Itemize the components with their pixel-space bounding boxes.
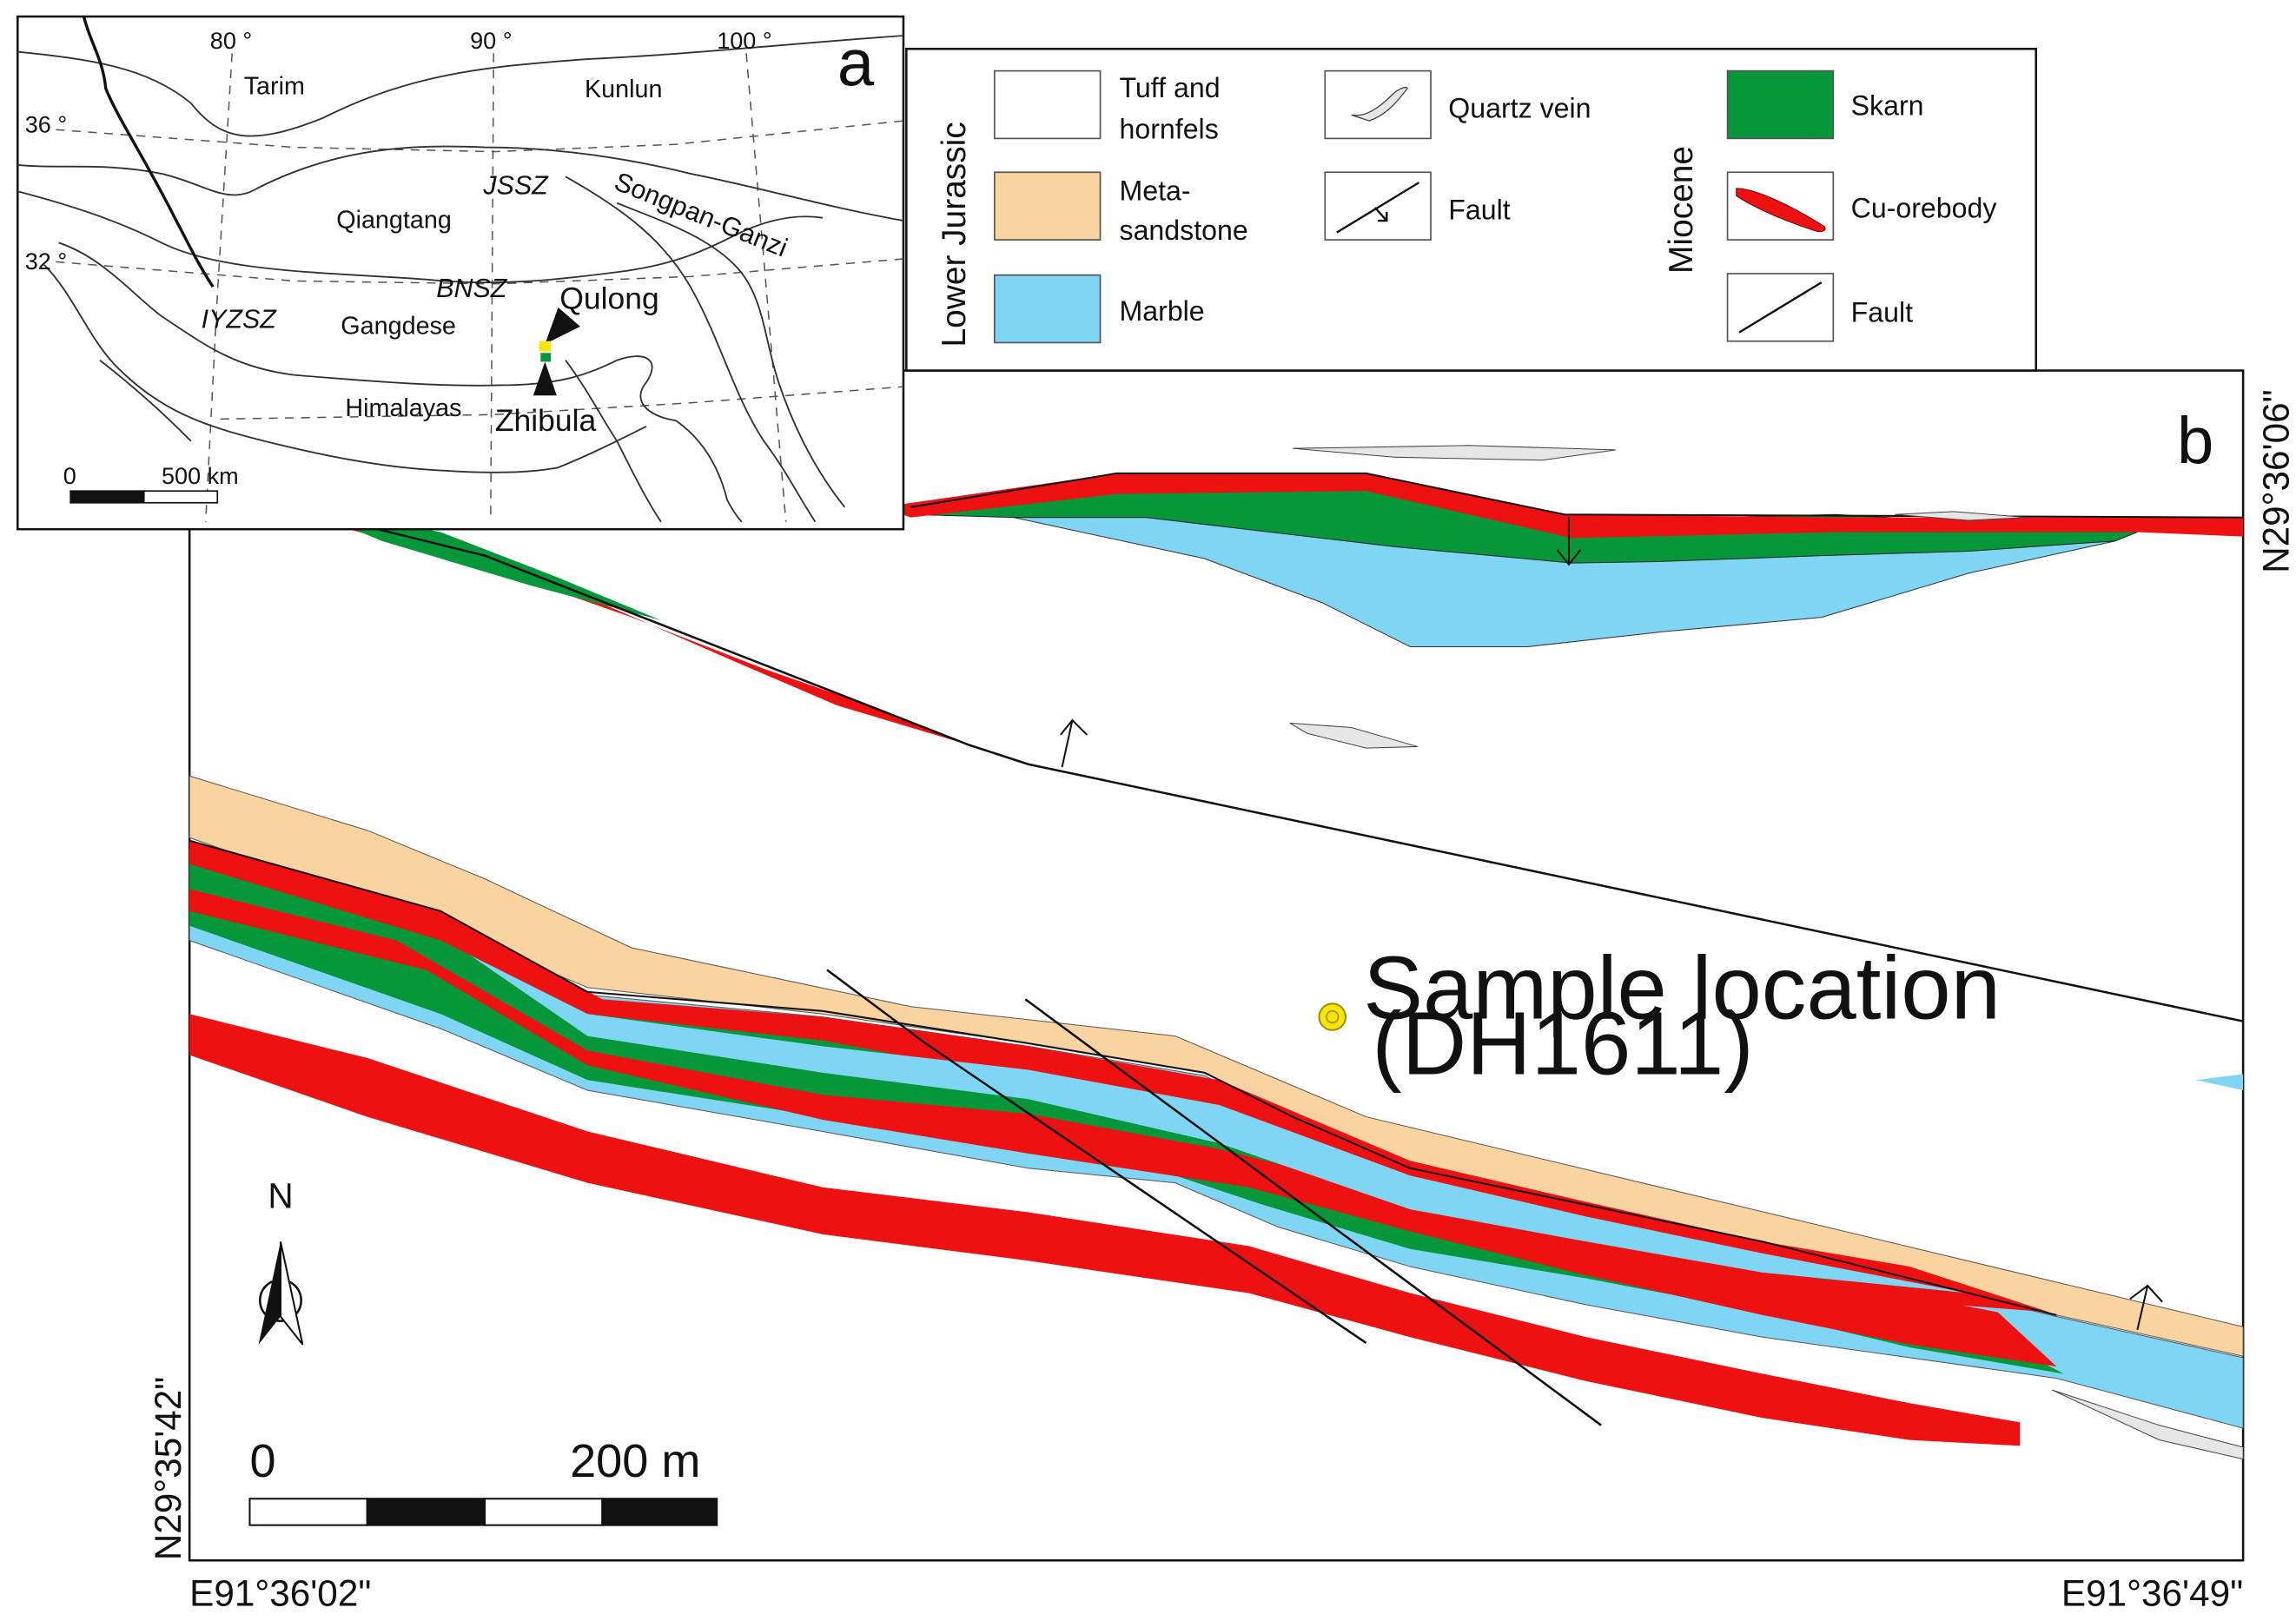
deposit-qulong: Qulong xyxy=(559,281,658,316)
legend-tuff-line2: hornfels xyxy=(1120,113,1219,144)
cu-orebody-main-2 xyxy=(189,889,2057,1367)
graticule xyxy=(56,53,904,522)
top-contact-line xyxy=(910,472,2244,519)
legend-swatch-meta-sandstone xyxy=(993,171,1102,241)
terrane-kunlun: Kunlun xyxy=(585,76,662,103)
terrane-qiangtang: Qiangtang xyxy=(336,207,452,235)
scale-bar-500km xyxy=(69,490,219,504)
coord-top-right: N29°36'06" xyxy=(2256,389,2296,573)
legend-swatch-quartz-vein xyxy=(1324,69,1432,140)
sample-id-label: (DH1611) xyxy=(1372,994,1753,1094)
north-label: N xyxy=(268,1175,293,1215)
coord-bottom-right: E91°36'49" xyxy=(2061,1573,2243,1614)
scale-b-zero: 0 xyxy=(249,1435,275,1487)
cross-fault-1 xyxy=(826,969,1367,1345)
cu-orebody-icon xyxy=(1736,188,1826,233)
quartz-vein-4 xyxy=(2052,1389,2244,1460)
marble-unit-east-tip xyxy=(2196,1074,2244,1091)
legend-swatch-tuff xyxy=(993,69,1102,140)
fault-dip-icon xyxy=(1336,182,1420,234)
cross-fault-2 xyxy=(1024,998,1602,1426)
zhibula-location-marker xyxy=(540,353,552,362)
top-orebody-west xyxy=(235,493,970,745)
legend-panel: Lower Jurassic Tuff and hornfels Meta- s… xyxy=(905,47,2037,372)
top-skarn-west xyxy=(294,504,661,621)
altyn-tagh-fault xyxy=(82,16,215,288)
panel-a-label: a xyxy=(837,27,875,101)
panel-b-label: b xyxy=(2177,404,2213,478)
fault-icon xyxy=(1738,281,1823,334)
quartz-vein-1 xyxy=(1293,445,1617,461)
cu-orebody-main-1 xyxy=(189,840,2049,1313)
suture-bnsz: BNSZ xyxy=(436,274,508,303)
quartz-vein-icon xyxy=(1351,86,1408,122)
suture-jssz: JSSZ xyxy=(482,171,549,201)
legend-group-miocene: Miocene xyxy=(1663,146,1700,274)
legend-swatch-skarn xyxy=(1726,69,1835,140)
qulong-arrow-icon xyxy=(545,307,580,345)
lat-36-label: 36 ° xyxy=(25,112,67,138)
legend-group-lower-jurassic: Lower Jurassic xyxy=(936,122,973,347)
qulong-location-marker xyxy=(539,341,552,352)
lon-80-label: 80 ° xyxy=(210,28,252,54)
upper-fault-arrow xyxy=(1060,718,1088,768)
belt-contact-line xyxy=(189,839,2057,1316)
legend-marble-label: Marble xyxy=(1120,295,1205,327)
scale-bar-200m xyxy=(248,1498,718,1526)
deposit-zhibula: Zhibula xyxy=(495,403,597,438)
legend-meta-sandstone-line2: sandstone xyxy=(1120,215,1248,246)
legend-cu-orebody-label: Cu-orebody xyxy=(1851,193,1997,224)
scale-a-zero: 0 xyxy=(63,463,76,489)
terrane-himalayas: Himalayas xyxy=(345,394,461,422)
quartz-vein-2 xyxy=(1289,722,1418,749)
quartz-vein-3 xyxy=(1895,511,2028,521)
legend-swatch-marble xyxy=(993,274,1102,344)
coord-left: N29°35'42" xyxy=(148,1377,189,1561)
panel-b-map: Sample location (DH1611) N 0 200 m b N29… xyxy=(148,369,2296,1614)
lon-100-label: 100 ° xyxy=(717,28,771,54)
legend-meta-sandstone-line1: Meta- xyxy=(1120,175,1191,206)
belt-fault-arrow xyxy=(2129,1284,2163,1330)
zhibula-arrow-icon xyxy=(533,361,557,396)
coord-bottom-left: E91°36'02" xyxy=(189,1573,371,1614)
suture-iyzsz: IYZSZ xyxy=(202,305,278,334)
legend-fault-dip-label: Fault xyxy=(1448,194,1510,225)
scale-b-label: 200 m xyxy=(570,1435,700,1487)
sample-location-marker xyxy=(1318,1002,1347,1031)
lon-90-label: 90 ° xyxy=(470,28,512,54)
cu-orebody-south xyxy=(189,1014,2021,1446)
top-fault-arrow xyxy=(1556,517,1582,566)
scale-a-label: 500 km xyxy=(162,463,239,489)
upper-fault-line xyxy=(235,493,2244,1022)
panel-a-inset-map: 80 ° 90 ° 100 ° 36 ° 32 ° Tarim Kunlun Q… xyxy=(17,15,905,531)
sample-location-label: Sample location xyxy=(1363,937,2001,1037)
lat-32-label: 32 ° xyxy=(25,248,67,275)
legend-skarn-label: Skarn xyxy=(1851,89,1924,121)
legend-fault-label: Fault xyxy=(1851,297,1913,328)
panel-a-frame xyxy=(17,15,905,531)
marble-inner-lens xyxy=(470,955,1968,1293)
terrane-tarim: Tarim xyxy=(244,73,305,101)
terrane-boundaries xyxy=(17,35,904,523)
legend-tuff-line1: Tuff and xyxy=(1120,72,1221,103)
top-orebody xyxy=(881,473,2244,539)
terrane-gangdese: Gangdese xyxy=(341,312,456,340)
legend-quartz-vein-label: Quartz vein xyxy=(1448,93,1591,124)
